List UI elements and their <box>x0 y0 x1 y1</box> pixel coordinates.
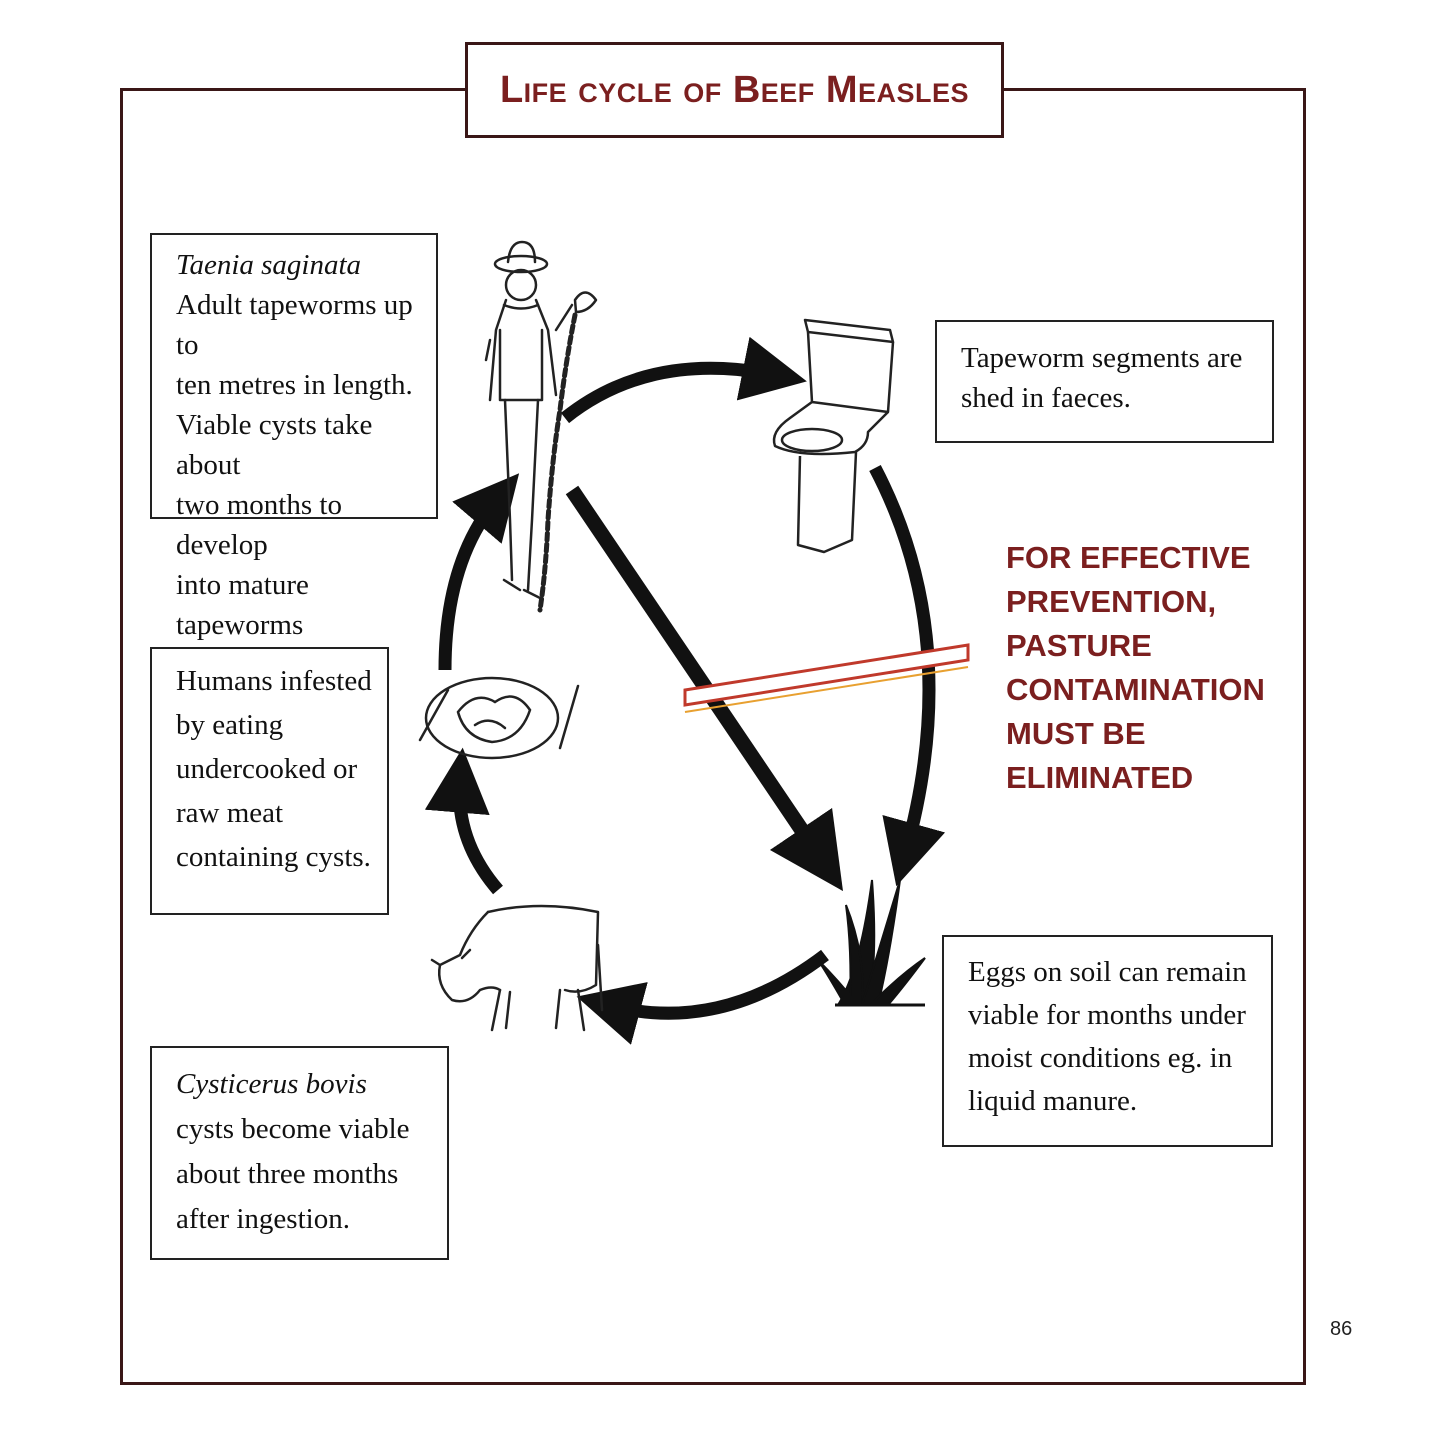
arrow-meal-to-man <box>438 473 520 671</box>
diagram-title: Life cycle of Beef Measles <box>499 68 970 111</box>
warning-line-4: CONTAMINATION <box>1006 672 1265 707</box>
grass-icon <box>817 879 926 1007</box>
arrow-man-to-grass <box>565 485 843 892</box>
man-with-tapeworm-icon <box>484 240 598 613</box>
humans-infested-box: Humans infested by eating undercooked or… <box>150 647 389 915</box>
arrow-grass-to-cow <box>576 949 829 1045</box>
humans-line-5: containing cysts. <box>176 841 371 873</box>
cysticerus-line-2: about three months <box>176 1158 399 1190</box>
eggs-line-3: moist conditions eg. in <box>968 1042 1233 1074</box>
arrow-cow-to-meal <box>424 747 503 895</box>
cysticerus-line-1: cysts become viable <box>176 1113 410 1145</box>
taenia-line-3: Viable cysts take about <box>176 409 373 481</box>
cow-icon <box>430 904 604 1032</box>
taenia-line-4: two months to develop <box>176 489 342 561</box>
page-number: 86 <box>1330 1318 1353 1340</box>
segments-line-1: Tapeworm segments are <box>961 342 1243 374</box>
meal-plate-icon <box>418 676 580 760</box>
taenia-saginata-box: Taenia saginata Adult tapeworms up to te… <box>150 233 438 641</box>
barrier-lines <box>683 643 970 713</box>
taenia-line-5: into mature tapeworms <box>176 569 309 641</box>
prevention-warning: FOR EFFECTIVE PREVENTION, PASTURE CONTAM… <box>1006 536 1306 800</box>
humans-line-3: undercooked or <box>176 753 358 785</box>
humans-line-1: Humans infested <box>176 665 372 697</box>
tapeworm-segments-box: Tapeworm segments are shed in faeces. <box>935 320 1274 443</box>
humans-line-2: by eating <box>176 709 284 741</box>
humans-line-4: raw meat <box>176 797 284 829</box>
eggs-on-soil-box: Eggs on soil can remain viable for month… <box>942 935 1273 1147</box>
warning-line-6: ELIMINATED <box>1006 760 1194 795</box>
taenia-line-2: ten metres in length. <box>176 369 413 401</box>
warning-line-3: PASTURE <box>1006 628 1152 663</box>
toilet-icon <box>772 318 895 554</box>
warning-line-5: MUST BE <box>1006 716 1146 751</box>
cysticerus-line-3: after ingestion. <box>176 1203 350 1235</box>
taenia-species-name: Taenia saginata <box>176 249 362 281</box>
eggs-line-2: viable for months under <box>968 999 1246 1031</box>
eggs-line-4: liquid manure. <box>968 1085 1138 1117</box>
taenia-line-1: Adult tapeworms up to <box>176 289 413 361</box>
warning-line-2: PREVENTION, <box>1006 584 1217 619</box>
segments-line-2: shed in faeces. <box>961 382 1131 414</box>
warning-line-1: FOR EFFECTIVE <box>1006 540 1251 575</box>
arrow-man-to-toilet <box>560 336 807 424</box>
title-box: Life cycle of Beef Measles <box>465 42 1004 138</box>
cysticerus-bovis-box: Cysticerus bovis cysts become viable abo… <box>150 1046 449 1260</box>
cysticerus-species-name: Cysticerus bovis <box>176 1068 367 1100</box>
eggs-line-1: Eggs on soil can remain <box>968 956 1247 988</box>
